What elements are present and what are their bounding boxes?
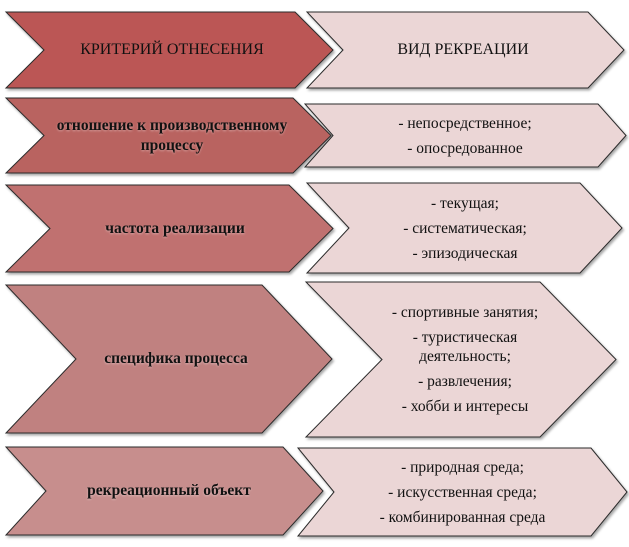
- kinds-production-relation: - непосредственное; - опосредованное: [335, 104, 595, 167]
- kind-item: - опосредованное: [407, 139, 523, 157]
- kinds-process-specifics: - спортивные занятия; - туристическая де…: [380, 282, 550, 437]
- kind-item: - спортивные занятия;: [391, 304, 539, 321]
- kind-chevron: [305, 182, 623, 274]
- criterion-frequency: частота реализации: [105, 219, 245, 237]
- kind-item: - эпизодическая: [412, 244, 518, 262]
- kind-chevron: [296, 447, 628, 537]
- header-criterion: КРИТЕРИЙ ОТНЕСЕНИЯ: [80, 41, 264, 58]
- criterion-chevron: [4, 97, 332, 174]
- kind-item: - непосредственное;: [398, 114, 532, 132]
- kind-chevron: [304, 281, 617, 438]
- kind-item: - искусственная среда;: [388, 483, 537, 501]
- kind-item: - систематическая;: [403, 219, 527, 237]
- kind-chevron: [303, 103, 627, 168]
- header-kind: ВИД РЕКРЕАЦИИ: [397, 41, 529, 58]
- criterion-chevron: [4, 184, 334, 273]
- criterion-chevron: [4, 284, 333, 434]
- kind-item: - текущая;: [430, 194, 499, 212]
- kind-item: - туристическая деятельность;: [412, 329, 518, 365]
- criterion-recreation-object: рекреационный объект: [87, 482, 251, 499]
- kinds-frequency: - текущая; - систематическая; - эпизодич…: [335, 183, 595, 273]
- kinds-recreation-object: - природная среда; - искусственная среда…: [330, 448, 595, 536]
- kind-item: - комбинированная среда: [379, 508, 546, 526]
- kind-item: - хобби и интересы: [401, 398, 529, 415]
- criterion-process-specifics: специфика процесса: [104, 350, 248, 367]
- kind-item: - развлечения;: [418, 373, 512, 390]
- criterion-chevron: [4, 446, 324, 536]
- kind-item: - природная среда;: [401, 458, 524, 476]
- criterion-chevron: [4, 11, 334, 89]
- criterion-production-relation: отношение к производственному процессу: [56, 116, 288, 154]
- kind-chevron: [305, 11, 625, 89]
